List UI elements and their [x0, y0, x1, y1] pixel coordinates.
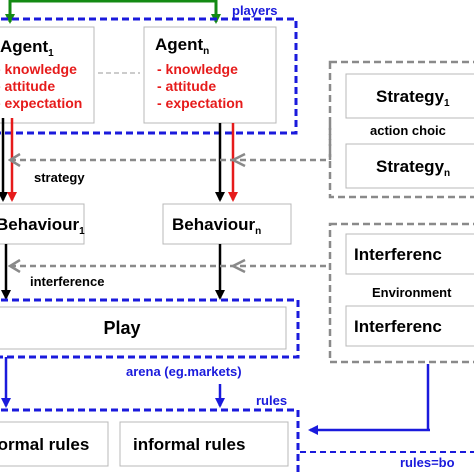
- strategy-container: [328, 60, 474, 199]
- strategy-label: strategy: [34, 170, 85, 185]
- rules-container: [0, 408, 300, 474]
- interference-label: interference: [30, 274, 104, 289]
- interference-n-label: Interferenc: [354, 317, 442, 336]
- play-box: Play: [0, 306, 287, 350]
- interference-1-label: Interferenc: [354, 245, 442, 264]
- agent-n-item-knowledge: - knowledge: [157, 61, 238, 77]
- agent-1-title: Agent1: [0, 37, 54, 59]
- agent-1-box: Agent1 - knowledge - attitude - expectat…: [0, 26, 95, 124]
- strategy-1-label: Strategy1: [376, 87, 450, 109]
- strategy-n-label: Strategyn: [376, 157, 450, 179]
- environment-container: [328, 222, 474, 364]
- agent-1-item-attitude: - attitude: [0, 78, 55, 94]
- rules-bottom-label: rules=bo: [400, 455, 455, 470]
- rules-feedback: [300, 364, 474, 453]
- informal-rules-label: informal rules: [133, 435, 245, 454]
- players-label: players: [232, 3, 278, 18]
- players-container: [0, 17, 298, 135]
- arena-container: [0, 298, 300, 359]
- arena-label: arena (eg.markets): [126, 364, 242, 379]
- environment-label: Environment: [372, 285, 452, 300]
- interference-1-box: Interferenc: [345, 233, 474, 275]
- action-choice-label: action choic: [370, 123, 446, 138]
- behaviour-1-label: Behaviour1: [0, 215, 85, 237]
- agent-1-item-knowledge: - knowledge: [0, 61, 77, 77]
- strategy-n-box: Strategyn: [345, 143, 474, 189]
- behaviour-n-label: Behaviourn: [172, 215, 261, 237]
- rules-label: rules: [256, 393, 287, 408]
- strategy-1-box: Strategy1: [345, 73, 474, 119]
- behaviour-1-box: Behaviour1: [0, 203, 85, 245]
- interference-feed: [10, 258, 330, 274]
- formal-rules-box: formal rules: [0, 421, 109, 467]
- behaviour-n-box: Behaviourn: [162, 203, 292, 245]
- agent-n-title: Agentn: [155, 35, 209, 57]
- agent-n-box: Agentn - knowledge - attitude - expectat…: [143, 26, 277, 124]
- agent-n-item-expectation: - expectation: [157, 95, 243, 111]
- play-label: Play: [103, 318, 140, 338]
- formal-rules-label: formal rules: [0, 435, 89, 454]
- agent-n-item-attitude: - attitude: [157, 78, 216, 94]
- interference-n-box: Interferenc: [345, 305, 474, 347]
- agent-1-item-expectation: - expectation: [0, 95, 82, 111]
- strategy-feed: [10, 124, 332, 168]
- informal-rules-box: informal rules: [119, 421, 289, 467]
